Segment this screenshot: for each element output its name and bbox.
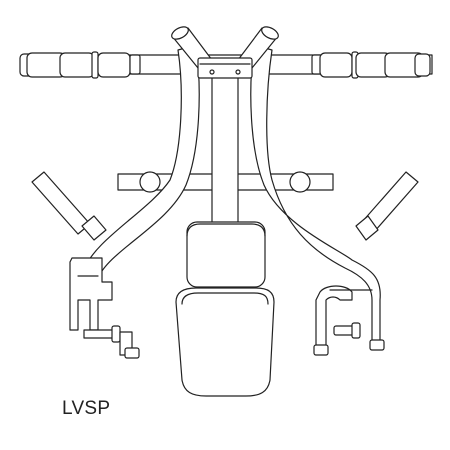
top-pivot-assembly <box>171 26 279 79</box>
center-post <box>211 73 239 230</box>
left-lever-arm <box>69 44 200 359</box>
back-pad <box>186 221 266 288</box>
left-upper-weight-horn <box>19 51 141 79</box>
right-lower-weight-horn <box>355 171 419 241</box>
left-lower-weight-horn <box>31 171 107 241</box>
right-lever-arm <box>250 44 385 356</box>
model-label: LVSP <box>62 398 111 419</box>
seat-pad <box>175 287 275 397</box>
right-upper-weight-horn <box>311 51 431 79</box>
